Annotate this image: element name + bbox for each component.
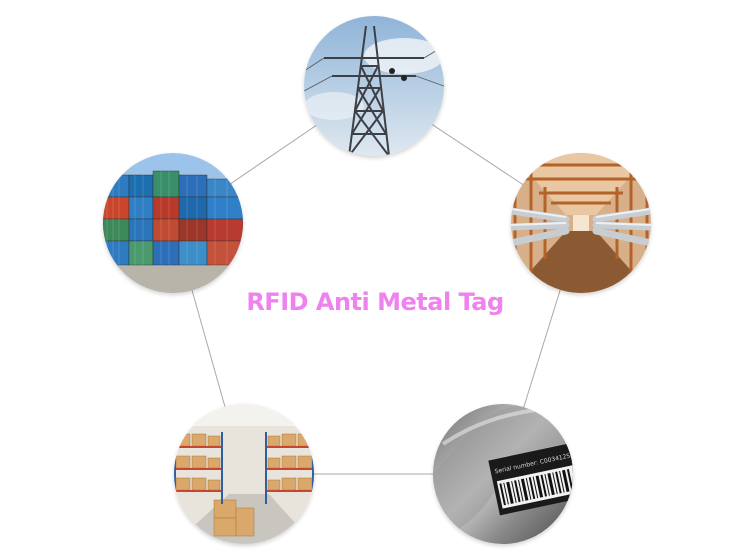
center-title: RFID Anti Metal Tag	[246, 288, 504, 316]
metal-tag-illustration: Serial number: C00341256	[433, 404, 573, 544]
shipping-containers-image	[103, 153, 243, 293]
warehouse-shelves-image	[174, 404, 314, 544]
warehouse-illustration	[174, 404, 314, 544]
pipe-rack-image	[511, 153, 651, 293]
metal-tag-image: Serial number: C00341256	[433, 404, 573, 544]
power-tower-illustration	[304, 16, 444, 156]
pipes-illustration	[511, 153, 651, 293]
barcode-label: Serial number: C00341256	[488, 441, 573, 516]
containers-illustration	[103, 153, 243, 293]
power-tower-image	[304, 16, 444, 156]
